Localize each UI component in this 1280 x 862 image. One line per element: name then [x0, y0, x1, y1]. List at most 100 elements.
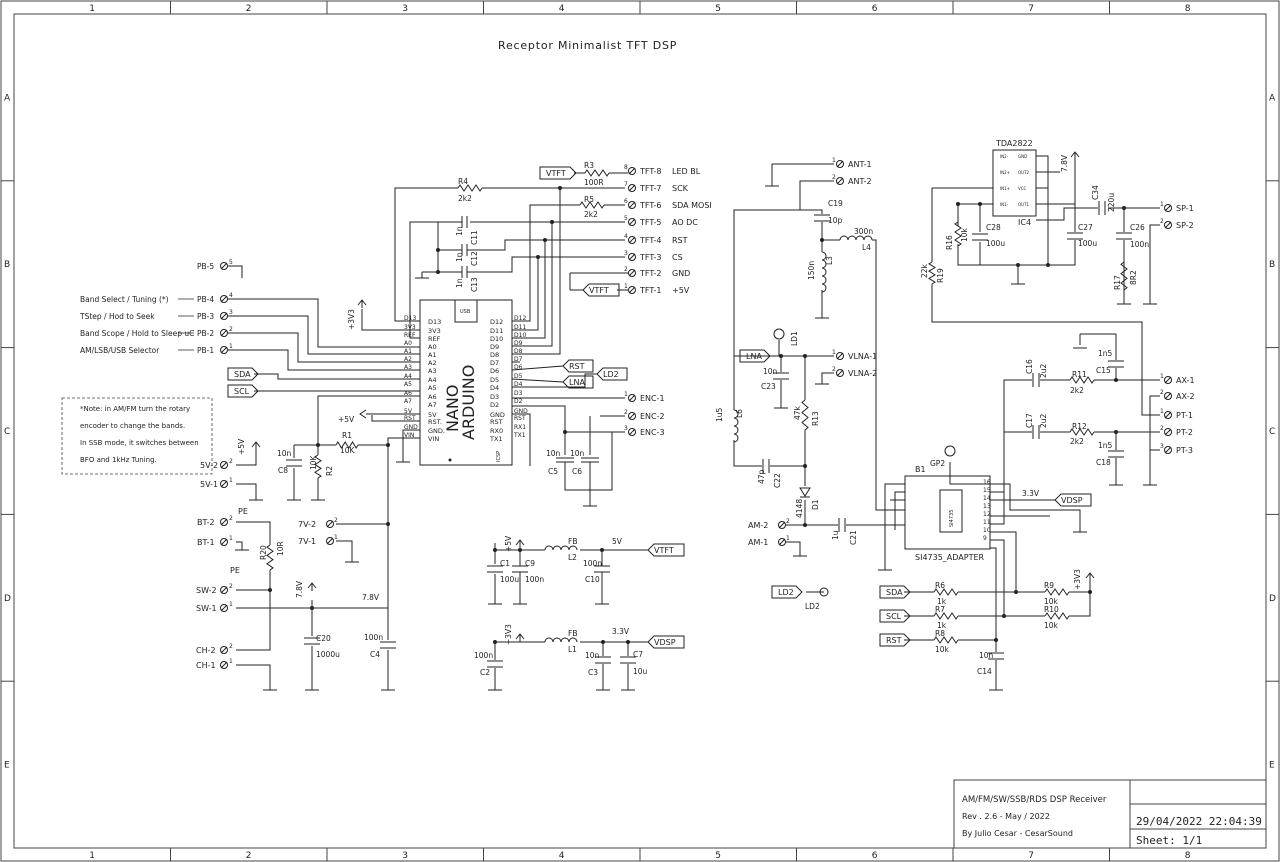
arduino-pin-label: D10: [490, 335, 503, 343]
test-point: [944, 445, 956, 457]
terminal: [1164, 376, 1172, 384]
wiring: [236, 155, 1160, 690]
grid-column-label: 5: [715, 851, 721, 861]
diode: [799, 487, 811, 497]
arduino-net-label: D11: [514, 324, 526, 331]
inductor: [821, 251, 827, 293]
part-label: 10R: [276, 541, 285, 556]
arduino-net-label: A7: [404, 398, 412, 405]
resistor: [928, 261, 936, 285]
arduino-pin-label: D13: [428, 318, 441, 326]
part-label: 10k: [960, 227, 969, 242]
net-flag: [227, 384, 259, 398]
arduino-pin-label: D4: [490, 384, 499, 392]
terminal: [628, 412, 636, 420]
part-label: R6: [935, 581, 945, 590]
resistor: [579, 201, 605, 209]
part-label: 4148: [795, 499, 804, 518]
connector-label: VLNA-2: [848, 369, 877, 378]
terminal: [220, 538, 228, 546]
resistor: [584, 169, 610, 177]
part-label: C10: [585, 575, 600, 584]
net-flag: [562, 359, 594, 373]
terminal: [220, 461, 228, 469]
part-label: R20: [259, 545, 268, 560]
part-label: 10k: [1044, 597, 1059, 606]
pin-number: 15: [983, 487, 991, 494]
arduino-pin-label: A5: [428, 384, 437, 392]
part-label: 22k: [920, 263, 929, 278]
arduino-net-label: A3: [404, 364, 412, 371]
resistor: [1069, 376, 1095, 384]
terminal: [1164, 428, 1172, 436]
pin-number: 9: [983, 535, 987, 542]
button-description: TStep / Hod to Seek: [79, 312, 155, 321]
part-label: 220u: [1107, 193, 1116, 212]
pin-number: 2: [832, 366, 836, 373]
tft-function: RST: [672, 236, 688, 245]
pin-number: 3: [624, 250, 628, 257]
pin-number: 3: [1160, 443, 1164, 450]
terminal: [220, 646, 228, 654]
pin-number: 2: [229, 458, 233, 465]
terminal: [1164, 411, 1172, 419]
part-label: 2u2: [1039, 363, 1048, 378]
grid-column-label: 8: [1185, 4, 1191, 14]
terminal: [220, 586, 228, 594]
part-label: 100n: [583, 559, 602, 568]
arduino-net-label: A0: [404, 340, 412, 347]
net-flag-text: LNA: [746, 352, 762, 361]
connector-label: PB-1: [197, 346, 214, 355]
part-label: 1n: [455, 278, 464, 288]
pin-number: 2: [1160, 218, 1164, 225]
part-label: 1000u: [316, 650, 340, 659]
arduino-nano: USB NANO ARDUINO ICSP D13D133V33V3REFREF…: [404, 299, 528, 466]
part-label: C14: [977, 667, 992, 676]
arduino-pin-label: RST.: [428, 418, 442, 426]
part-label: C8: [278, 466, 288, 475]
connector-label: ANT-2: [848, 177, 872, 186]
part-label: D1: [811, 499, 820, 510]
net-flag: [771, 585, 803, 599]
power-label: +5V: [504, 535, 513, 552]
pin-number: 7: [624, 181, 628, 188]
part-label: 2k2: [458, 194, 472, 203]
connector-label: TFT-6: [639, 201, 661, 210]
net-flag: [596, 367, 628, 381]
wire: [511, 378, 564, 383]
arduino-pin-label: A2: [428, 359, 437, 367]
terminal: [220, 312, 228, 320]
part-label: R3: [584, 161, 594, 170]
arduino-pin-label: D8: [490, 351, 499, 359]
resistor: [1069, 428, 1095, 436]
resistor: [954, 221, 962, 247]
terminal: [628, 184, 636, 192]
part-label: R19: [936, 268, 945, 283]
net-flag: [227, 367, 259, 381]
terminal: [220, 295, 228, 303]
terminal: [1164, 446, 1172, 454]
connector-label: PT-1: [1176, 411, 1193, 420]
pin-number: 1: [334, 534, 338, 541]
ic-pin-label: GND: [1018, 154, 1027, 159]
part-label: C18: [1096, 458, 1111, 467]
arduino-name: NANO: [443, 385, 462, 432]
grid-row-label: A: [1269, 93, 1276, 103]
net-flag-text: VDSP: [1061, 496, 1083, 505]
net-flag-text: RST: [569, 362, 585, 371]
grid-column-label: 2: [246, 4, 252, 14]
net-flag-text: LD2: [778, 588, 794, 597]
terminal: [1164, 221, 1172, 229]
pin-number: 2: [229, 583, 233, 590]
arduino-pin-label: D3: [490, 393, 499, 401]
connector-label: SP-1: [1176, 204, 1194, 213]
pin-number: 1: [1160, 373, 1164, 380]
part-label: 100n: [1130, 240, 1149, 249]
arduino-pin-label: RST: [490, 418, 503, 426]
part-label: 100R: [584, 178, 604, 187]
arduino-pin-label: D5: [490, 376, 499, 384]
connector-label: SP-2: [1176, 221, 1194, 230]
terminal: [220, 586, 228, 594]
terminal: [628, 236, 636, 244]
